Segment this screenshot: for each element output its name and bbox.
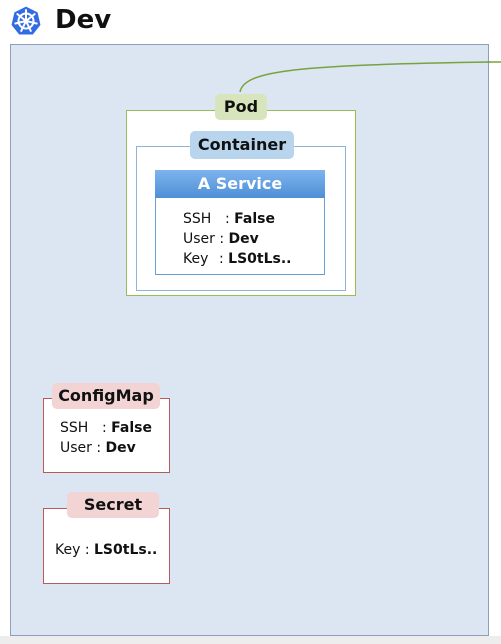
- connector-line: [239, 61, 501, 93]
- bottom-strip: [0, 636, 501, 644]
- configmap-row-user: User : Dev: [60, 438, 136, 458]
- secret-key: Key: [55, 542, 81, 558]
- service-sep: :: [219, 231, 225, 247]
- pod-label: Pod: [215, 94, 267, 120]
- container-label: Container: [190, 131, 294, 159]
- service-row-ssh: SSH: False: [183, 209, 275, 229]
- configmap-key: SSH: [60, 420, 89, 436]
- service-key: User: [183, 231, 215, 247]
- service-key: SSH: [183, 211, 212, 227]
- service-sep: :: [225, 211, 230, 227]
- service-key: Key: [183, 251, 209, 267]
- configmap-key: User: [60, 440, 92, 456]
- configmap-row-ssh: SSH: False: [60, 418, 152, 438]
- configmap-sep: :: [102, 420, 107, 436]
- configmap-sep: :: [96, 440, 102, 456]
- secret-label: Secret: [67, 492, 159, 518]
- service-value: LS0tLs..: [228, 251, 292, 267]
- kubernetes-icon: [10, 5, 42, 36]
- service-title: A Service: [155, 170, 325, 198]
- service-sep: :: [219, 251, 224, 267]
- secret-value: LS0tLs..: [94, 542, 158, 558]
- service-row-user: User : Dev: [183, 229, 259, 249]
- namespace-title: Dev: [55, 5, 112, 35]
- service-row-key: Key: LS0tLs..: [183, 249, 292, 269]
- service-value: Dev: [228, 231, 259, 247]
- configmap-label: ConfigMap: [52, 383, 160, 409]
- secret-sep: :: [84, 542, 90, 558]
- service-value: False: [234, 211, 275, 227]
- configmap-value: Dev: [105, 440, 136, 456]
- configmap-box: SSH: False User : Dev: [43, 398, 170, 473]
- configmap-value: False: [111, 420, 152, 436]
- secret-box: Key : LS0tLs..: [43, 508, 170, 584]
- secret-row-key: Key : LS0tLs..: [55, 540, 157, 560]
